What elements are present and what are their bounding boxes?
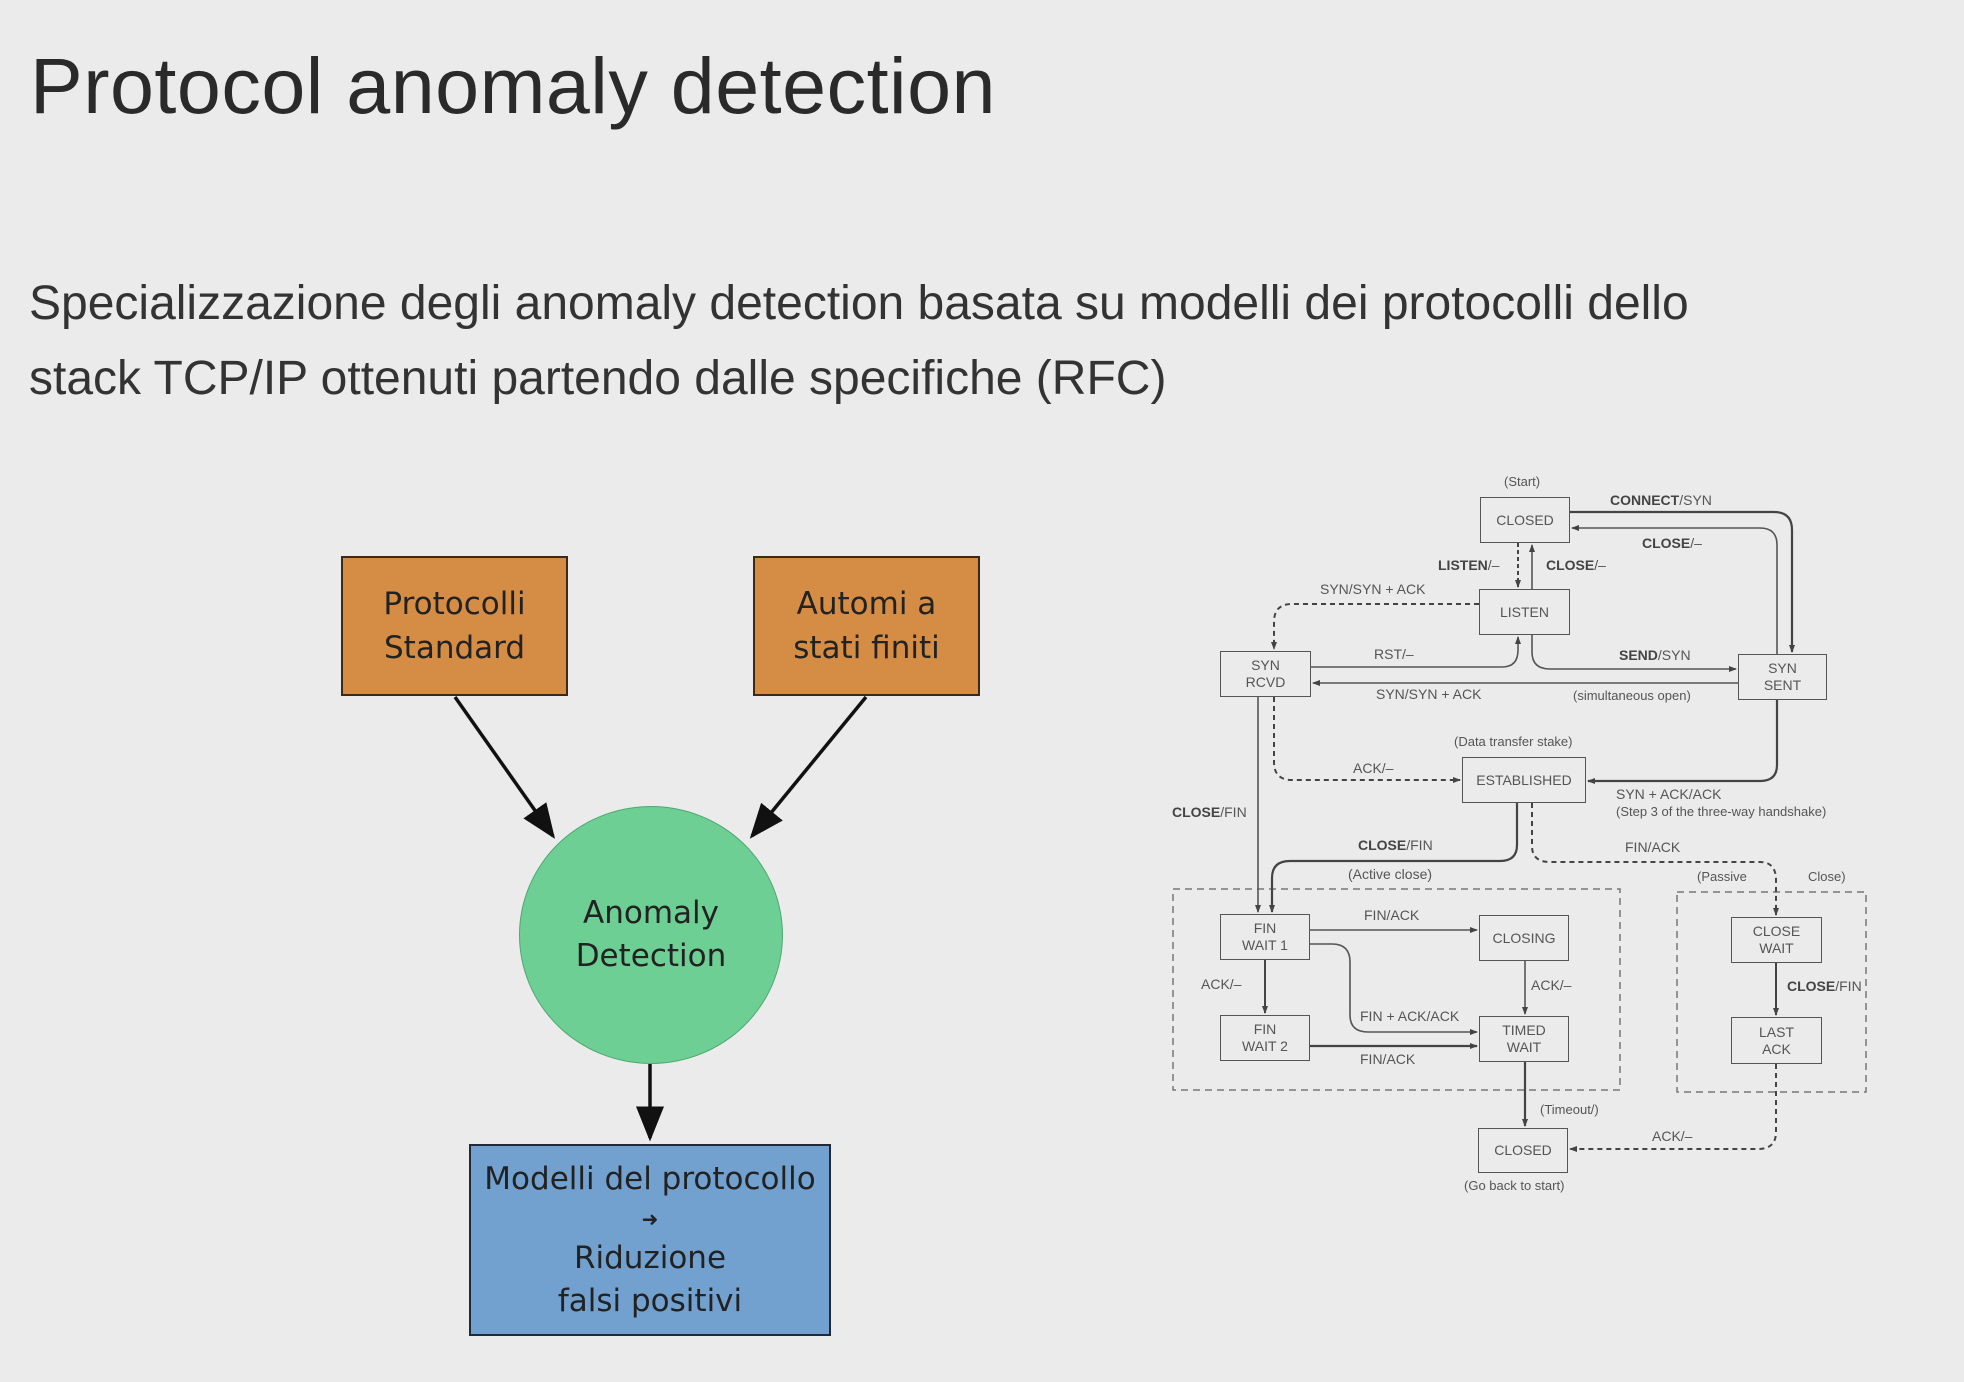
label-fin-ack-1: FIN/ACK — [1364, 907, 1420, 923]
state-label: RCVD — [1245, 674, 1286, 690]
label-fin-ack-passive: FIN/ACK — [1625, 839, 1681, 855]
state-established: ESTABLISHED — [1462, 757, 1586, 803]
annotation-data-transfer: (Data transfer stake) — [1454, 734, 1573, 749]
label-bold: CLOSE — [1642, 535, 1691, 551]
label-ack-established: ACK/– — [1353, 760, 1394, 776]
box-label-line: stati finiti — [793, 630, 940, 666]
label-connect-syn: CONNECT/SYN — [1610, 492, 1712, 508]
label-rest: /– — [1594, 557, 1606, 573]
annotation-timeout: (Timeout/) — [1540, 1102, 1599, 1117]
state-label: WAIT — [1759, 940, 1794, 956]
label-rest: /– — [1690, 535, 1702, 551]
label-close-mid: CLOSE/– — [1546, 557, 1606, 573]
circle-label-line: Detection — [575, 938, 727, 974]
label-bold: CLOSE — [1787, 978, 1836, 994]
state-listen: LISTEN — [1479, 589, 1570, 635]
label-send-syn: SEND/SYN — [1619, 647, 1691, 663]
annotation-step3: (Step 3 of the three-way handshake) — [1616, 804, 1827, 819]
annotation-go-back: (Go back to start) — [1464, 1178, 1565, 1193]
label-syn-synack-2: SYN/SYN + ACK — [1376, 686, 1482, 702]
state-label: CLOSED — [1494, 1142, 1552, 1158]
label-close-top: CLOSE/– — [1642, 535, 1702, 551]
state-closed-start: CLOSED — [1480, 497, 1570, 543]
label-rst: RST/– — [1374, 646, 1414, 662]
label-closefin-mid: CLOSE/FIN — [1358, 837, 1433, 853]
box-label-line: Standard — [383, 630, 526, 666]
box-label-line: Automi a — [796, 586, 937, 622]
arrow-automi-to-anomaly — [749, 695, 868, 839]
state-label: FIN — [1253, 920, 1277, 936]
label-fin-ack-2: FIN/ACK — [1360, 1051, 1416, 1067]
label-ack-finwait1: ACK/– — [1201, 976, 1242, 992]
box-label-line: falsi positivi — [557, 1282, 743, 1319]
label-bold: CLOSE — [1172, 804, 1221, 820]
state-label: WAIT — [1506, 1039, 1542, 1055]
state-closed-end: CLOSED — [1478, 1128, 1568, 1173]
label-closefin-right: CLOSE/FIN — [1787, 978, 1862, 994]
label-synack-ack: SYN + ACK/ACK — [1616, 786, 1722, 802]
protocolli-standard-box: Protocolli Standard — [341, 556, 568, 696]
label-syn-synack-1: SYN/SYN + ACK — [1320, 581, 1426, 597]
automi-stati-finiti-box: Automi a stati finiti — [753, 556, 980, 696]
annotation-start: (Start) — [1504, 474, 1541, 489]
state-label: FIN — [1253, 1021, 1277, 1037]
box-label-line: Protocolli — [383, 586, 526, 622]
label-ack-lastack: ACK/– — [1652, 1128, 1693, 1144]
label-listen: LISTEN/– — [1438, 557, 1499, 573]
state-label: CLOSED — [1496, 511, 1554, 528]
label-rest: /– — [1487, 557, 1500, 573]
label-rest: /FIN — [1220, 804, 1247, 820]
label-bold: CLOSE — [1358, 837, 1407, 853]
slide-subtitle: Specializzazione degli anomaly detection… — [29, 266, 1949, 416]
label-bold: LISTEN — [1438, 557, 1488, 573]
right-arrow-icon: ➜ — [641, 1206, 659, 1231]
label-ack-closing: ACK/– — [1531, 977, 1572, 993]
state-label: SYN — [1768, 660, 1797, 676]
state-label: LAST — [1758, 1023, 1794, 1040]
anomaly-detection-circle: Anomaly Detection — [519, 806, 783, 1064]
state-label: LISTEN — [1499, 603, 1549, 620]
state-label: WAIT 2 — [1242, 1038, 1288, 1054]
slide-title: Protocol anomaly detection — [30, 41, 996, 130]
label-rest: /FIN — [1835, 978, 1862, 994]
state-closing: CLOSING — [1479, 915, 1569, 961]
box-label-line: Modelli del protocollo — [484, 1160, 816, 1197]
label-rest: /FIN — [1406, 837, 1433, 853]
state-label: SYN — [1251, 657, 1280, 673]
passive-close-group — [1676, 891, 1867, 1093]
label-bold: SEND — [1619, 647, 1658, 663]
label-finack-ack: FIN + ACK/ACK — [1360, 1008, 1460, 1024]
state-label: CLOSING — [1492, 929, 1556, 946]
box-label-line: Riduzione — [573, 1239, 727, 1276]
subtitle-line-1: Specializzazione degli anomaly detection… — [29, 277, 1689, 330]
annotation-active-close: (Active close) — [1348, 866, 1433, 882]
annotation-passive: (Passive — [1697, 869, 1747, 884]
label-rest: /SYN — [1657, 647, 1691, 663]
state-label: TIMED — [1502, 1022, 1546, 1038]
label-bold: CLOSE — [1546, 557, 1595, 573]
circle-label-line: Anomaly — [583, 895, 719, 931]
annotation-passive-close: Close) — [1808, 869, 1846, 884]
label-rest: /SYN — [1679, 492, 1712, 508]
annotation-simultaneous: (simultaneous open) — [1573, 688, 1691, 703]
state-label: ESTABLISHED — [1476, 771, 1572, 788]
label-bold: CONNECT — [1610, 492, 1680, 508]
state-label: SENT — [1763, 677, 1802, 693]
modelli-protocollo-box: Modelli del protocollo ➜ Riduzione falsi… — [469, 1144, 831, 1336]
label-closefin-left: CLOSE/FIN — [1172, 804, 1247, 820]
state-label: CLOSE — [1752, 923, 1801, 939]
state-label: WAIT 1 — [1242, 937, 1288, 953]
arrow-protocolli-to-anomaly — [453, 695, 556, 839]
subtitle-line-2: stack TCP/IP ottenuti partendo dalle spe… — [29, 352, 1167, 405]
state-label: ACK — [1762, 1040, 1791, 1057]
